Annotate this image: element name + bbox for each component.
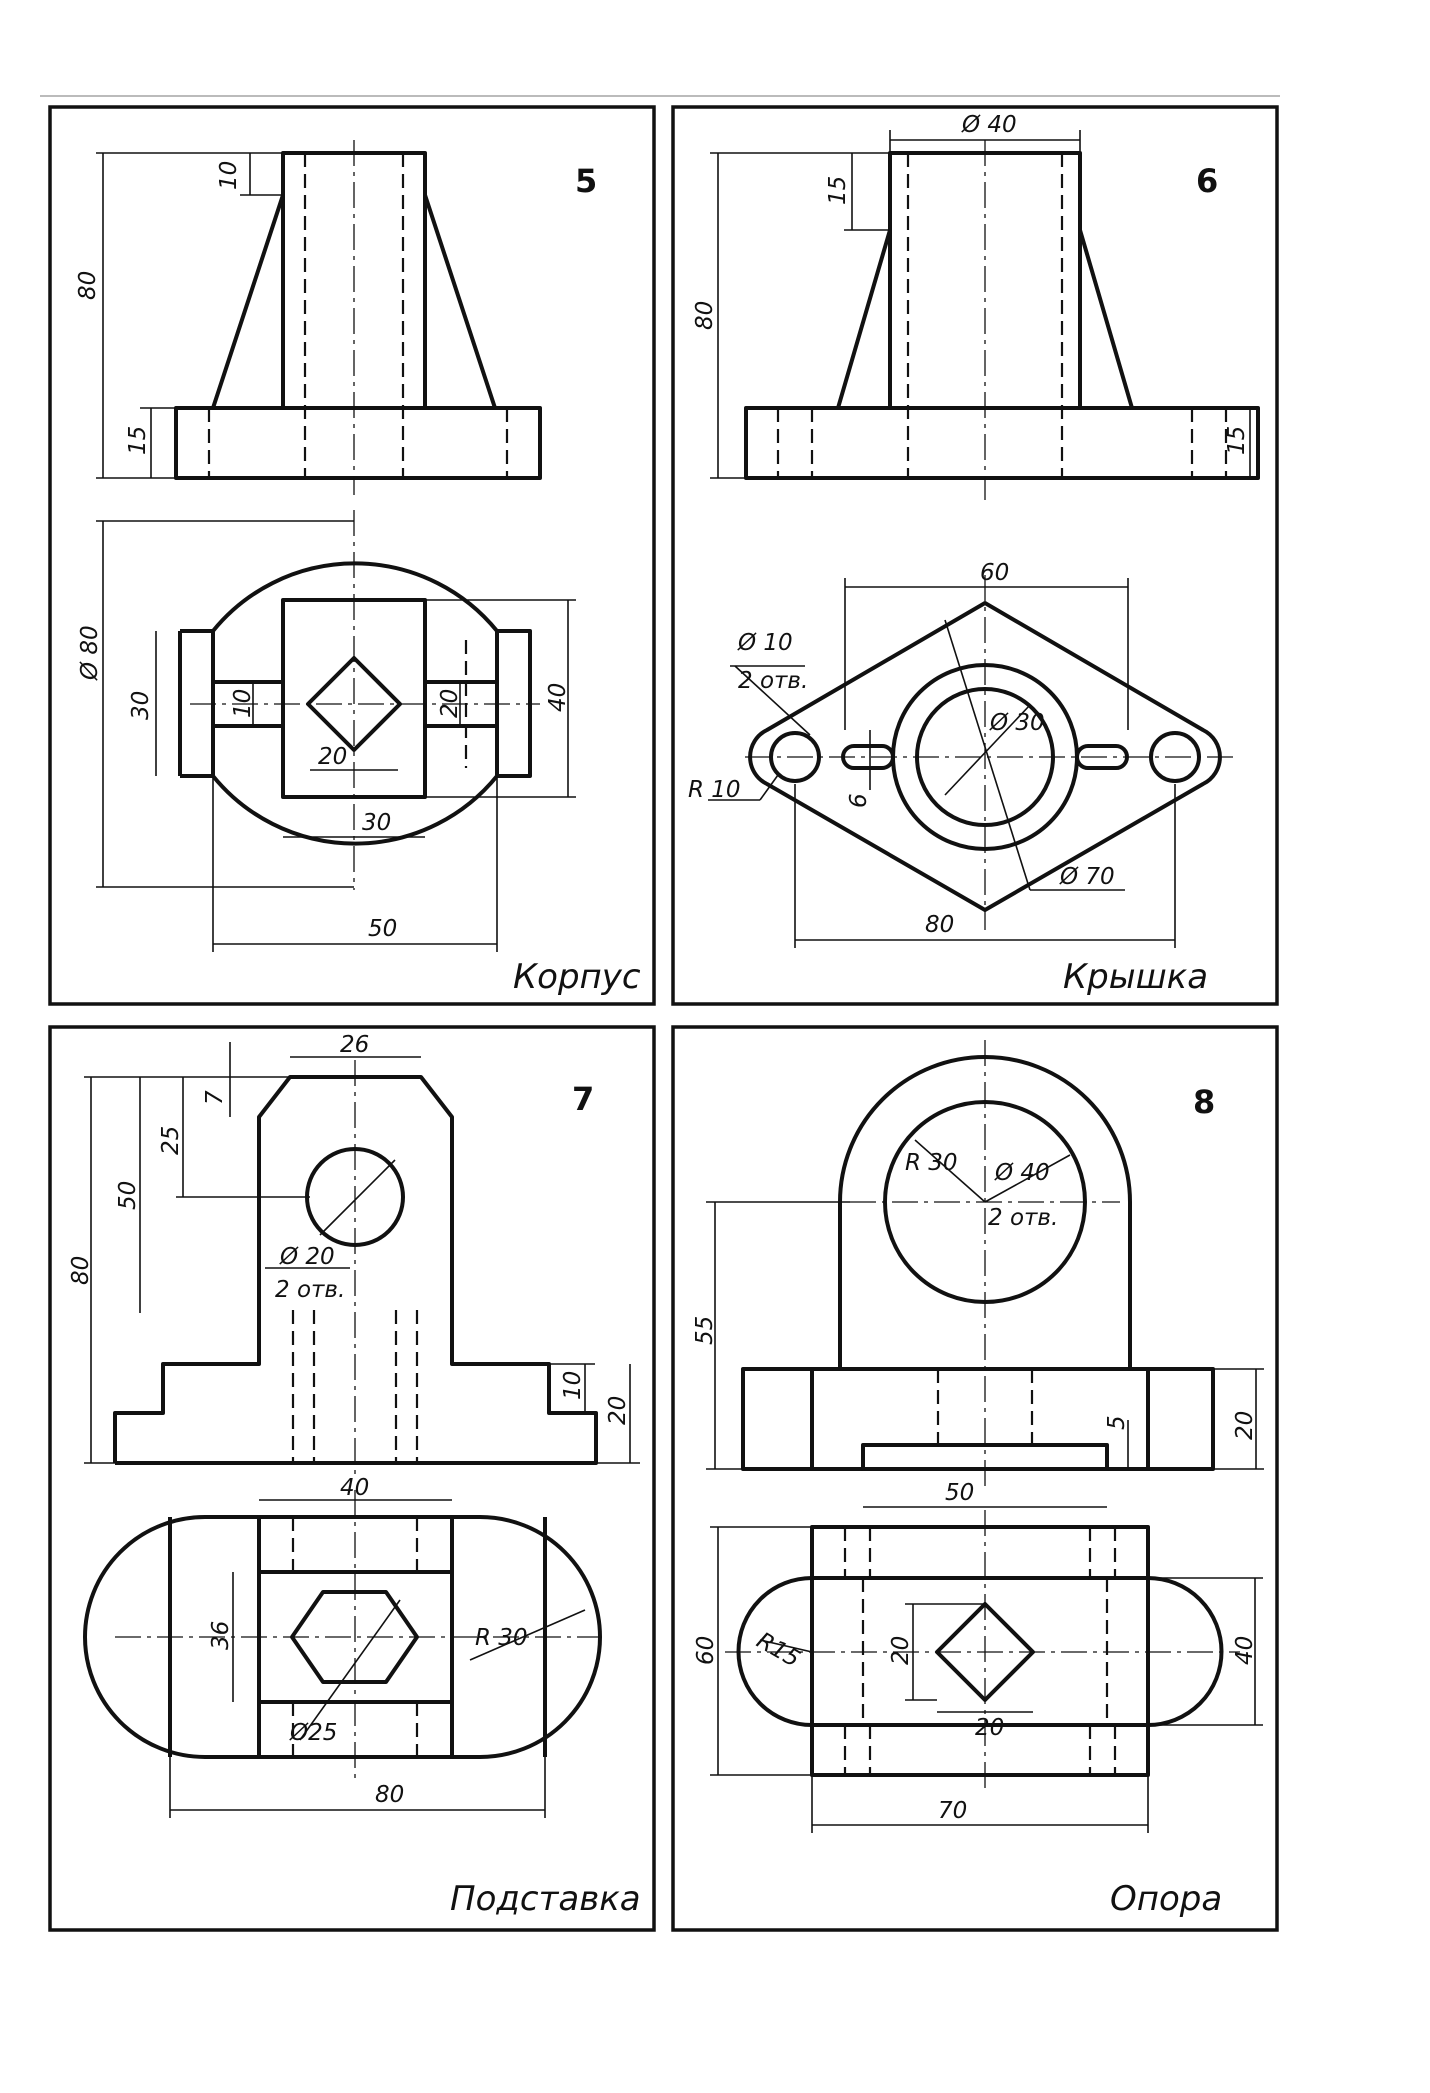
panel-5-dim-80: 80 (75, 271, 101, 300)
panel-6-dim-d10: Ø 10 (737, 630, 793, 656)
panel-8-dim-20h: 20 (975, 1715, 1004, 1741)
panel-6-kryshka: 6 Крышка Ø 40 15 80 15 (671, 105, 1279, 1006)
panel-7-dim-10: 10 (560, 1371, 586, 1400)
panel-6-frame (671, 105, 1279, 1006)
panel-7-dim-20: 20 (605, 1396, 631, 1425)
panel-6-dim-d30: Ø 30 (989, 710, 1045, 736)
panel-5-number: 5 (575, 162, 597, 200)
panel-7-dim-80b: 80 (375, 1782, 404, 1808)
panel-5-dim-30: 30 (128, 691, 154, 720)
panel-7-dim-26: 26 (340, 1032, 369, 1058)
panel-8-top-view: 60 R15 20 20 40 70 (693, 1510, 1263, 1833)
panel-5-dim-40: 40 (545, 683, 571, 712)
panel-6-dim-6: 6 (846, 793, 872, 808)
panel-8-front-view: R 30 Ø 40 2 отв. 55 5 20 50 (692, 1040, 1264, 1508)
panel-5-dim-20b: 20 (318, 744, 347, 770)
panel-8-dim-40: 40 (1232, 1636, 1258, 1665)
panel-8-dim-r30: R 30 (905, 1150, 958, 1176)
panel-5-front-view: 80 10 15 (75, 140, 542, 495)
panel-7-dim-r30: R 30 (475, 1625, 528, 1651)
panel-6-dim-15: 15 (825, 176, 851, 205)
panel-5-korpus: 5 Корпус 80 10 15 (48, 105, 656, 1006)
panel-5-title: Корпус (513, 957, 641, 997)
panel-8-opora: 8 Опора R 30 Ø 40 2 отв. 55 5 (671, 1025, 1279, 1932)
panel-7-front-view: 26 7 25 50 80 Ø 20 2 отв. 10 20 (68, 1032, 640, 1475)
panel-7-title: Подставка (450, 1879, 641, 1919)
panel-7-dim-d25: Ø25 (289, 1720, 337, 1746)
panel-8-number: 8 (1193, 1083, 1215, 1121)
panel-8-dim-50: 50 (945, 1480, 974, 1506)
panel-7-dim-40: 40 (340, 1475, 369, 1501)
panel-7-number: 7 (572, 1080, 594, 1118)
panel-6-dim-15r: 15 (1224, 426, 1250, 455)
panel-8-dim-holes: 2 отв. (988, 1205, 1058, 1231)
panel-8-dim-20v: 20 (888, 1636, 914, 1665)
panel-8-dim-60: 60 (693, 1636, 719, 1665)
panel-7-dim-holes: 2 отв. (275, 1277, 345, 1303)
panel-7-dim-25: 25 (158, 1126, 184, 1155)
panel-5-frame (48, 105, 656, 1006)
panel-6-dim-60: 60 (980, 560, 1009, 586)
panel-6-dim-d40: Ø 40 (961, 112, 1017, 138)
panel-8-title: Опора (1110, 1879, 1222, 1919)
panel-5-dim-10b: 10 (230, 689, 256, 718)
panel-5-dim-10: 10 (216, 161, 242, 190)
panel-5-dim-30b: 30 (362, 810, 391, 836)
panel-5-dim-50: 50 (368, 916, 397, 942)
panel-5-dim-d80: Ø 80 (77, 625, 103, 681)
panel-6-dim-80: 80 (925, 912, 954, 938)
panel-6-title: Крышка (1063, 957, 1208, 997)
panel-7-dim-50: 50 (115, 1181, 141, 1210)
panel-6-number: 6 (1196, 162, 1218, 200)
panel-8-dim-70: 70 (938, 1798, 967, 1824)
panel-7-dim-7: 7 (202, 1090, 228, 1105)
panel-6-top-view: 60 Ø 10 2 отв. Ø 30 R 10 6 Ø 70 80 (688, 560, 1235, 948)
panel-5-dim-20: 20 (437, 689, 463, 718)
panel-6-dim-80: 80 (692, 301, 718, 330)
panel-6-dim-d70: Ø 70 (1059, 864, 1115, 890)
panel-7-frame (48, 1025, 656, 1932)
panel-8-dim-20: 20 (1232, 1411, 1258, 1440)
panel-7-podstavka: 7 Подставка 26 7 25 50 80 Ø 20 (48, 1025, 656, 1932)
panel-6-dim-holes: 2 отв. (738, 668, 808, 694)
panel-7-top-view: 40 36 R 30 Ø25 80 (83, 1475, 602, 1818)
panel-6-dim-r10: R 10 (688, 777, 741, 803)
panel-8-frame (671, 1025, 1279, 1932)
panel-5-top-view: Ø 80 30 10 20 40 20 30 50 (77, 510, 576, 952)
panel-8-dim-55: 55 (692, 1316, 718, 1345)
panel-8-dim-r15: R15 (752, 1628, 804, 1673)
panel-8-dim-5: 5 (1104, 1415, 1130, 1430)
panel-8-dim-d40: Ø 40 (994, 1160, 1050, 1186)
panel-7-dim-36: 36 (208, 1621, 234, 1650)
panel-7-dim-80: 80 (68, 1256, 94, 1285)
panel-7-dim-d20: Ø 20 (279, 1244, 335, 1270)
panel-5-dim-15: 15 (125, 426, 151, 455)
panel-6-front-view: Ø 40 15 80 15 (692, 112, 1260, 500)
